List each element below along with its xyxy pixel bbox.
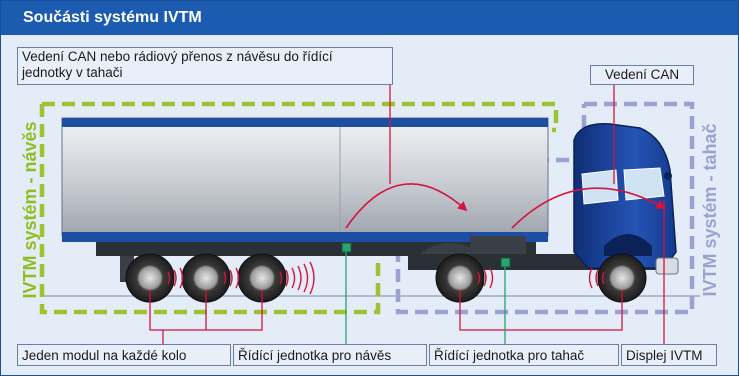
can-radio-transfer-label: Vedení CAN nebo rádiový přenos z návěsu …	[17, 47, 393, 85]
figure-title: Součásti systému IVTM	[23, 9, 202, 26]
header-bar: Součásti systému IVTM	[1, 1, 738, 35]
can-radio-transfer-line-2: jednotky v tahači	[22, 65, 123, 80]
leader-lines	[149, 84, 665, 344]
radio-waves	[167, 261, 605, 295]
can-line-label: Vedení CAN	[590, 65, 694, 85]
trailer-to-tractor-arrow	[345, 183, 468, 229]
display-label: Displej IVTM	[621, 344, 717, 366]
tractor-to-display-arrow	[511, 187, 666, 229]
trailer-ecu-label: Řídící jednotka pro návěs	[233, 344, 427, 366]
trailer-system-label: IVTM systém - návěs	[20, 121, 40, 298]
tractor-wheels	[435, 253, 647, 303]
module-per-wheel-label: Jeden modul na každé kolo	[17, 344, 231, 366]
tractor-ecu-label: Řídící jednotka pro tahač	[429, 344, 619, 366]
tractor-ecu-box	[500, 257, 511, 268]
can-radio-transfer-line-1: Vedení CAN nebo rádiový přenos z návěsu …	[22, 49, 333, 64]
tractor-cab	[573, 123, 679, 275]
ecu-leader-lines	[345, 252, 506, 344]
trailer-ecu-box	[341, 242, 352, 253]
trailer-wheels	[125, 253, 287, 303]
tractor-system-label: IVTM systém - tahač	[700, 123, 720, 296]
